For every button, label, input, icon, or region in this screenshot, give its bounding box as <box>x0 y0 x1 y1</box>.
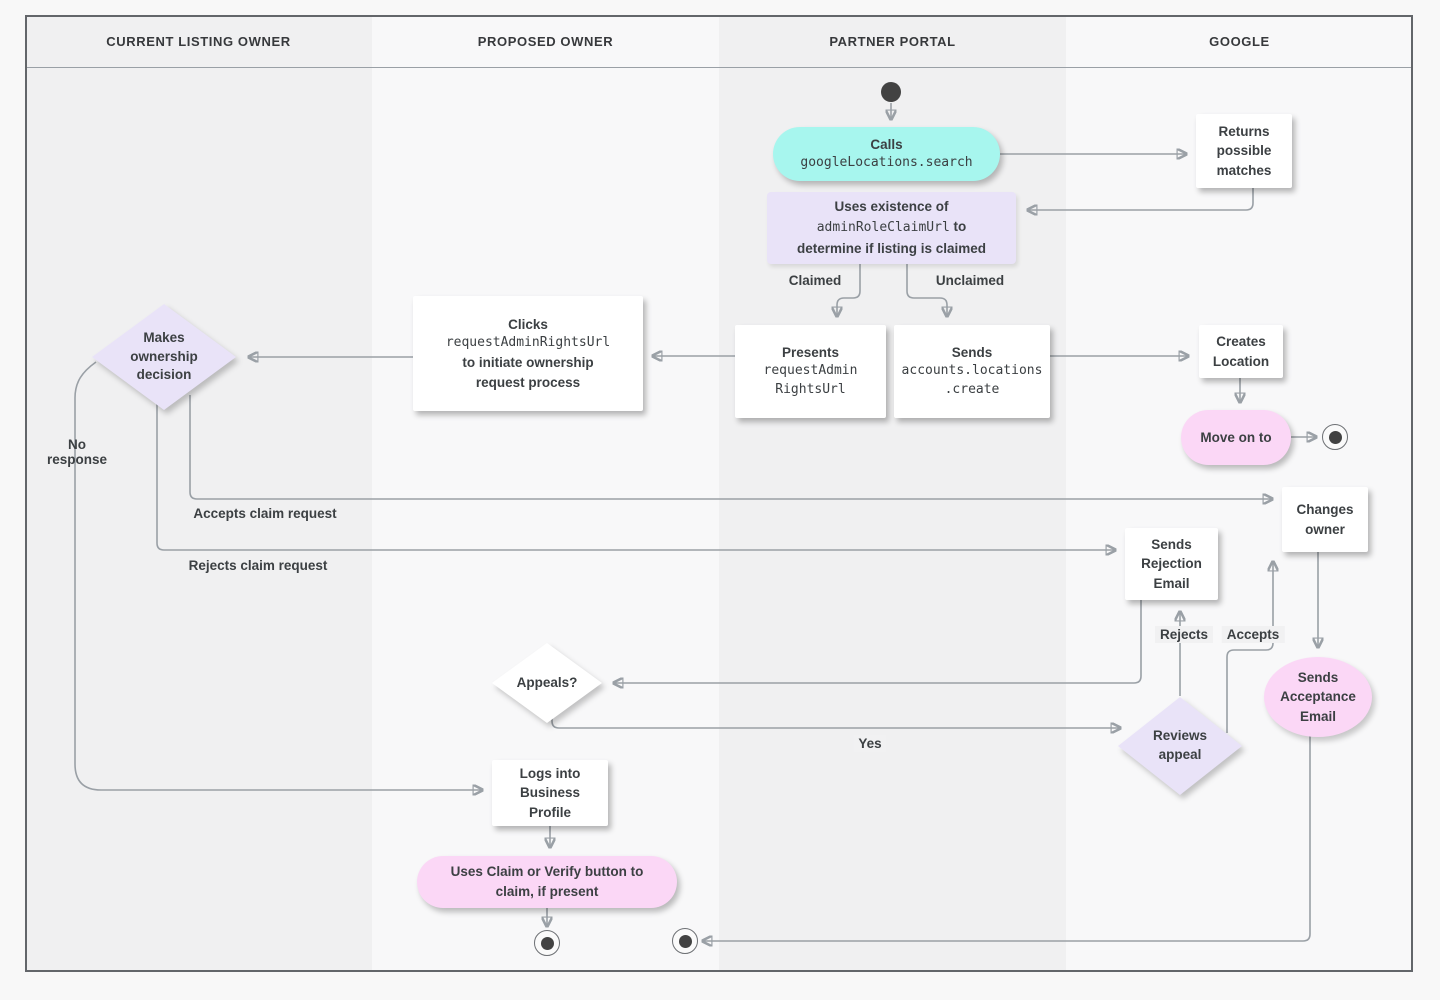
node-line2-suffix: to <box>949 219 967 235</box>
node-title: Sends <box>951 344 993 360</box>
node-text: Move on to <box>1200 429 1272 445</box>
node-calls-googlelocations-search: Calls googleLocations.search <box>773 127 1000 181</box>
node-text: Reviews appeal <box>1152 728 1208 762</box>
node-makes-ownership-decision: Makes ownership decision <box>92 304 236 410</box>
edge-label-accepts: Accepts <box>1221 626 1285 643</box>
node-code-line2: .create <box>944 382 1000 398</box>
end-node-icon-google <box>1322 424 1348 450</box>
node-uses-existence-adminroleclaimurl: Uses existence of adminRoleClaimUrl to d… <box>767 192 1016 264</box>
node-line1: Uses existence of <box>834 198 949 214</box>
node-move-on-to: Move on to <box>1181 410 1291 465</box>
node-text: Creates Location <box>1212 333 1270 369</box>
lane-header-google: GOOGLE <box>1209 34 1270 49</box>
node-sends-acceptance-email: Sends Acceptance Email <box>1264 657 1372 737</box>
node-title: Presents <box>781 344 840 360</box>
node-text: Makes ownership decision <box>130 329 198 383</box>
node-clicks-requestadminrightsurl: Clicks requestAdminRightsUrl to initiate… <box>413 296 643 411</box>
node-changes-owner: Changes owner <box>1282 487 1368 552</box>
lane-header-row <box>25 15 1413 68</box>
end-node-icon-proposed-owner <box>534 930 560 956</box>
node-uses-claim-or-verify: Uses Claim or Verify button to claim, if… <box>417 856 677 908</box>
node-title: Clicks <box>508 316 548 332</box>
node-text: Uses Claim or Verify button to claim, if… <box>450 864 644 899</box>
node-text: Changes owner <box>1296 501 1354 537</box>
node-text: Logs into Business Profile <box>519 765 581 820</box>
node-text: Appeals? <box>516 674 578 690</box>
start-node-icon <box>881 82 901 102</box>
node-code-line2: RightsUrl <box>775 382 846 398</box>
node-returns-possible-matches: Returns possible matches <box>1196 114 1292 188</box>
node-code: adminRoleClaimUrl <box>816 220 950 236</box>
lane-header-current-listing-owner: CURRENT LISTING OWNER <box>106 34 291 49</box>
edge-label-claimed: Claimed <box>788 273 842 288</box>
node-code-line1: requestAdmin <box>763 363 858 379</box>
node-text: Sends Rejection Email <box>1141 536 1202 591</box>
node-code-line1: accounts.locations <box>901 363 1043 379</box>
node-line3: determine if listing is claimed <box>796 240 987 256</box>
end-node-icon-partner-portal <box>672 928 698 954</box>
node-creates-location: Creates Location <box>1199 325 1283 378</box>
node-line3: to initiate ownership <box>462 355 594 371</box>
edge-label-no-response: No response <box>46 437 108 467</box>
node-reviews-appeal: Reviews appeal <box>1118 697 1242 795</box>
node-presents-requestadminrightsurl: Presents requestAdmin RightsUrl <box>735 325 886 418</box>
lane-header-partner-portal: PARTNER PORTAL <box>829 34 956 49</box>
node-code: requestAdminRightsUrl <box>445 335 611 351</box>
node-appeals-decision: Appeals? <box>492 643 602 723</box>
lane-current-listing-owner <box>25 15 373 972</box>
node-text: Sends Acceptance Email <box>1280 669 1356 724</box>
node-line2: adminRoleClaimUrl to <box>817 217 967 238</box>
node-sends-accounts-locations-create: Sends accounts.locations .create <box>894 325 1050 418</box>
node-line4: request process <box>475 374 581 390</box>
node-sends-rejection-email: Sends Rejection Email <box>1125 528 1218 600</box>
edge-label-accepts-claim-request: Accepts claim request <box>193 506 337 521</box>
node-code: googleLocations.search <box>800 155 973 171</box>
node-logs-into-business-profile: Logs into Business Profile <box>492 760 608 826</box>
node-text: Returns possible matches <box>1216 123 1272 178</box>
edge-label-yes: Yes <box>853 735 887 752</box>
lane-header-proposed-owner: PROPOSED OWNER <box>477 34 614 49</box>
edge-label-unclaimed: Unclaimed <box>935 273 1005 288</box>
edge-label-rejects-claim-request: Rejects claim request <box>188 558 328 573</box>
lane-proposed-owner <box>372 15 720 972</box>
edge-label-rejects: Rejects <box>1154 626 1214 643</box>
node-title: Calls <box>870 136 903 152</box>
